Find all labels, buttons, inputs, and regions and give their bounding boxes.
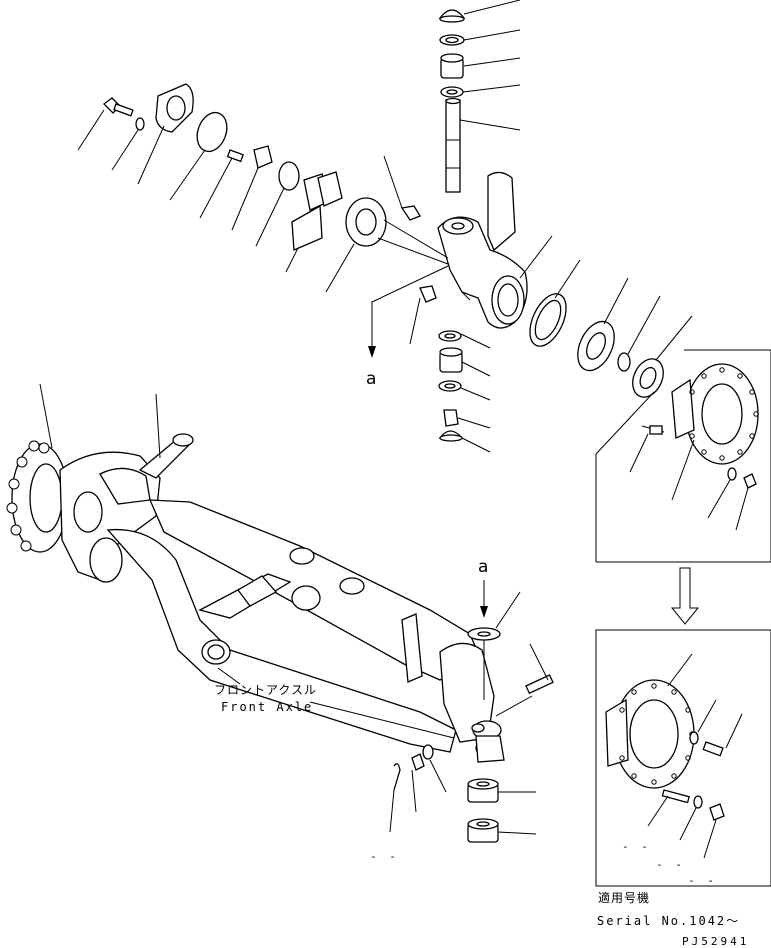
detail-box-upper xyxy=(595,349,771,563)
kingpin-leader-lines xyxy=(459,0,521,131)
detail-box-lower: - - - - - - xyxy=(595,629,771,887)
detail-dashes-3: - - xyxy=(688,874,717,887)
lower-dashes: - - xyxy=(370,850,399,863)
front-axle-label-jp: フロントアクスル xyxy=(214,683,317,697)
steering-knuckle xyxy=(437,171,528,329)
serial-info: 適用号機 Serial No.1042～ PJ52941 xyxy=(597,890,749,948)
view-marker-label: a xyxy=(366,369,376,389)
serial-heading-jp: 適用号機 xyxy=(598,890,650,905)
view-marker-label: a xyxy=(478,557,488,577)
drawing-code: PJ52941 xyxy=(682,935,749,948)
axle-beam xyxy=(6,383,505,763)
front-axle-label: フロントアクスル Front Axle xyxy=(214,683,455,739)
lower-axle-parts: - - xyxy=(370,591,554,863)
serial-number-text: Serial No.1042～ xyxy=(597,914,740,928)
view-marker-upper: a xyxy=(366,265,449,389)
hub-outer-parts xyxy=(519,235,693,398)
detail-dashes-2: - - xyxy=(656,858,685,871)
hub-side-parts xyxy=(77,83,449,293)
grease-fitting-upper xyxy=(383,155,421,221)
front-axle-label-en: Front Axle xyxy=(221,700,313,714)
grease-fitting-lower xyxy=(409,285,437,345)
kingpin-lower-stack xyxy=(438,330,491,453)
detail-dashes-1: - - xyxy=(622,840,651,853)
view-marker-lower: a xyxy=(478,557,488,618)
kingpin-upper-stack xyxy=(438,9,466,193)
detail-arrow xyxy=(670,567,700,625)
